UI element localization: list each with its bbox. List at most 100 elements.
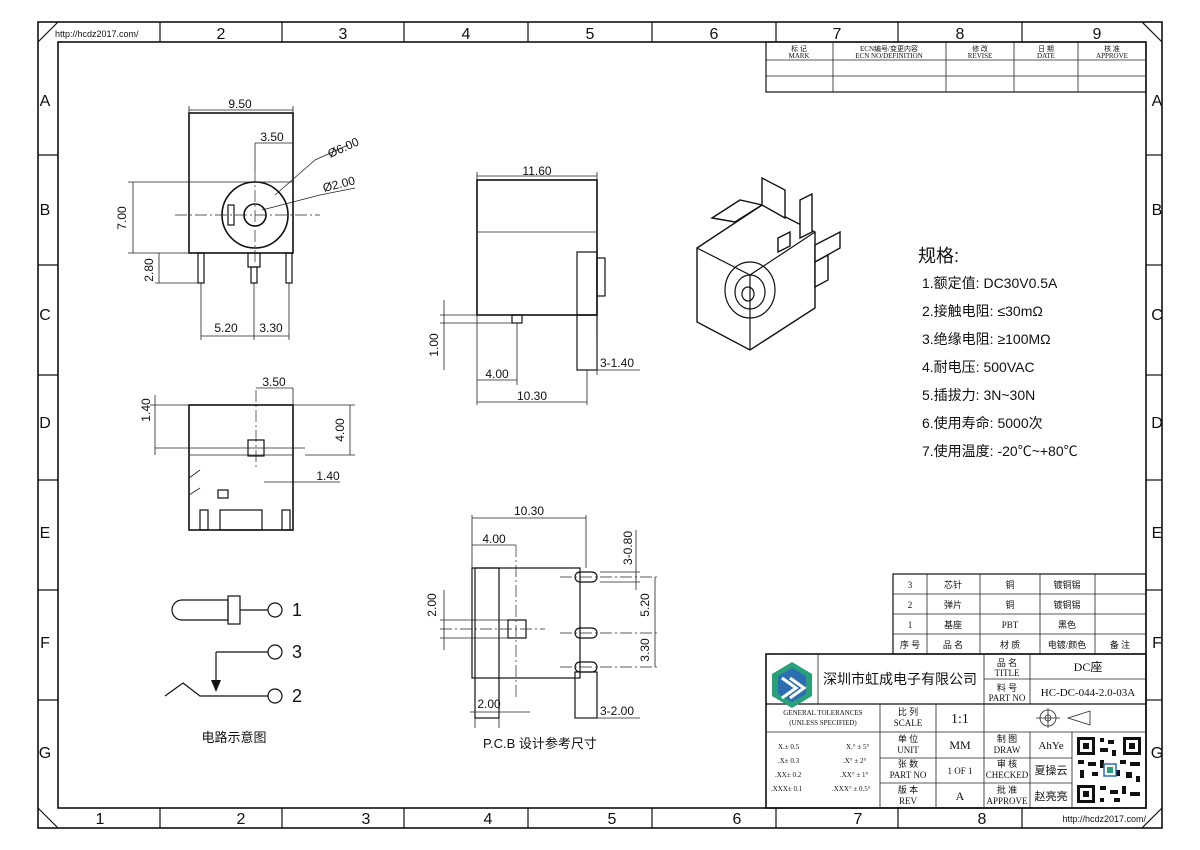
spec-list: 规格: 1.额定值: DC30V0.5A 2.接触电阻: ≤30mΩ 3.绝缘电… <box>918 246 1078 459</box>
svg-text:.XX± 0.2: .XX± 0.2 <box>775 771 802 779</box>
svg-text:(UNLESS SPECIFIED): (UNLESS SPECIFIED) <box>789 719 857 727</box>
part-title: DC座 <box>1074 659 1103 674</box>
svg-text:DATE: DATE <box>1037 52 1055 60</box>
svg-text:D: D <box>1151 415 1163 432</box>
dim-pin-span-b: 3.30 <box>259 321 283 335</box>
col-label-top: 4 <box>462 26 471 43</box>
svg-text:A: A <box>1152 93 1163 110</box>
qr-code-icon <box>1075 735 1143 805</box>
scale-value: 1:1 <box>951 712 969 727</box>
svg-text:X.° ± 5°: X.° ± 5° <box>846 743 869 751</box>
col-label-top: 8 <box>956 26 965 43</box>
dim-pcb-depth: 10.30 <box>514 504 544 518</box>
spec-item: 5.插拔力: 3N~30N <box>922 387 1035 403</box>
col-label-bottom: 4 <box>484 811 493 828</box>
svg-text:GENERAL TOLERANCES: GENERAL TOLERANCES <box>783 709 863 717</box>
svg-text:X.± 0.5: X.± 0.5 <box>778 743 800 751</box>
svg-text:C: C <box>1151 307 1163 324</box>
svg-text:芯针: 芯针 <box>944 579 962 590</box>
sheet-value: 1 OF 1 <box>947 766 972 776</box>
svg-text:备 注: 备 注 <box>1110 639 1130 650</box>
svg-text:A: A <box>40 93 51 110</box>
dim-inner-dia: Ø2.00 <box>321 173 356 195</box>
title-block: 深圳市虹成电子有限公司 品 名 TITLE DC座 料 号 PART NO HC… <box>765 653 1147 809</box>
svg-text:ECN编号/变更内容: ECN编号/变更内容 <box>860 44 918 53</box>
svg-text:SCALE: SCALE <box>894 718 923 728</box>
svg-text:.XX° ± 1°: .XX° ± 1° <box>840 771 869 779</box>
row-labels: A B C D E F G A B C D E F G <box>39 93 1163 762</box>
spec-item: 2.接触电阻: ≤30mΩ <box>922 303 1043 319</box>
svg-text:APPROVE: APPROVE <box>986 796 1028 806</box>
col-label-top: 5 <box>586 26 595 43</box>
svg-text:镀铜锡: 镀铜锡 <box>1053 579 1080 590</box>
dim-pcb-span-a: 5.20 <box>638 593 652 617</box>
dim-outer-dia: Ø6.00 <box>326 135 362 161</box>
svg-text:DRAW: DRAW <box>994 745 1021 755</box>
svg-text:批 准: 批 准 <box>997 784 1017 795</box>
col-label-top: 3 <box>339 26 348 43</box>
svg-text:F: F <box>1152 635 1162 652</box>
svg-text:日 期: 日 期 <box>1038 45 1054 53</box>
svg-text:REV: REV <box>899 796 918 806</box>
front-view: 9.50 3.50 Ø6.00 Ø2.00 7.00 2.80 5.20 3.3… <box>115 97 361 340</box>
svg-text:单 位: 单 位 <box>898 733 918 744</box>
svg-text:制 图: 制 图 <box>997 733 1017 744</box>
dim-pcb-off: 4.00 <box>482 532 506 546</box>
unit-value: MM <box>949 738 971 752</box>
col-label-top: 9 <box>1093 26 1102 43</box>
dim-side-pin-h: 1.00 <box>427 333 441 357</box>
pin-label-2: 2 <box>292 686 302 706</box>
col-label-bottom: 6 <box>733 811 742 828</box>
col-label-bottom: 8 <box>978 811 987 828</box>
svg-text:.XXX± 0.1: .XXX± 0.1 <box>771 785 803 793</box>
url-bottom: http://hcdz2017.com/ <box>1062 814 1146 824</box>
svg-text:ECN NO/DEFINITION: ECN NO/DEFINITION <box>855 52 922 60</box>
svg-text:C: C <box>39 307 51 324</box>
pcb-layout: 10.30 4.00 3-0.80 2.00 5.20 3.30 2.00 3-… <box>425 504 660 751</box>
dim-front-height: 7.00 <box>115 206 129 230</box>
circuit-diagram: 1 3 2 电路示意图 <box>164 595 302 745</box>
svg-text:B: B <box>40 202 51 219</box>
svg-text:3: 3 <box>908 580 913 590</box>
spec-item: 3.绝缘电阻: ≥100MΩ <box>922 331 1051 347</box>
svg-text:张 数: 张 数 <box>898 758 918 769</box>
dim-pcb-pin-w: 3-2.00 <box>600 704 634 718</box>
svg-text:料 号: 料 号 <box>997 682 1017 693</box>
svg-text:序 号: 序 号 <box>900 639 920 650</box>
svg-text:REVISE: REVISE <box>968 52 993 60</box>
svg-text:1: 1 <box>908 620 913 630</box>
company-logo <box>772 662 812 708</box>
svg-text:标 记: 标 记 <box>791 44 807 53</box>
draw-value: AhYe <box>1038 740 1063 752</box>
dim-pin-len: 2.80 <box>142 258 156 282</box>
dim-bottom-h2: 4.00 <box>333 418 347 442</box>
col-label-bottom: 7 <box>854 811 863 828</box>
svg-text:G: G <box>1151 745 1163 762</box>
svg-text:PART NO: PART NO <box>989 693 1026 703</box>
svg-text:品 名: 品 名 <box>997 657 1017 668</box>
dim-bottom-off: 3.50 <box>262 375 286 389</box>
pin-label-1: 1 <box>292 600 302 620</box>
svg-text:修 改: 修 改 <box>972 44 988 53</box>
dim-front-width: 9.50 <box>228 97 252 111</box>
dim-pcb-pin-off: 2.00 <box>477 697 501 711</box>
svg-text:.XXX° ± 0.5°: .XXX° ± 0.5° <box>832 785 871 793</box>
frame-corners <box>37 21 1163 829</box>
dim-side-width: 11.60 <box>522 164 551 178</box>
approve-value: 赵亮亮 <box>1035 789 1068 803</box>
svg-text:.X° ± 2°: .X° ± 2° <box>843 757 866 765</box>
inner-frame <box>57 41 1147 809</box>
svg-text:黑色: 黑色 <box>1058 619 1076 630</box>
svg-text:核 准: 核 准 <box>1104 44 1120 53</box>
dim-pin-span-a: 5.20 <box>214 321 238 335</box>
svg-text:D: D <box>39 415 51 432</box>
dim-pcb-span-b: 3.30 <box>638 638 652 662</box>
dim-side-pin-w: 3-1.40 <box>600 356 634 370</box>
svg-text:弹片: 弹片 <box>944 599 962 610</box>
spec-item: 1.额定值: DC30V0.5A <box>922 275 1058 291</box>
projection-symbol-icon <box>1036 708 1091 728</box>
svg-text:铜: 铜 <box>1005 599 1014 610</box>
svg-text:E: E <box>40 525 51 542</box>
dim-front-offset: 3.50 <box>260 130 284 144</box>
